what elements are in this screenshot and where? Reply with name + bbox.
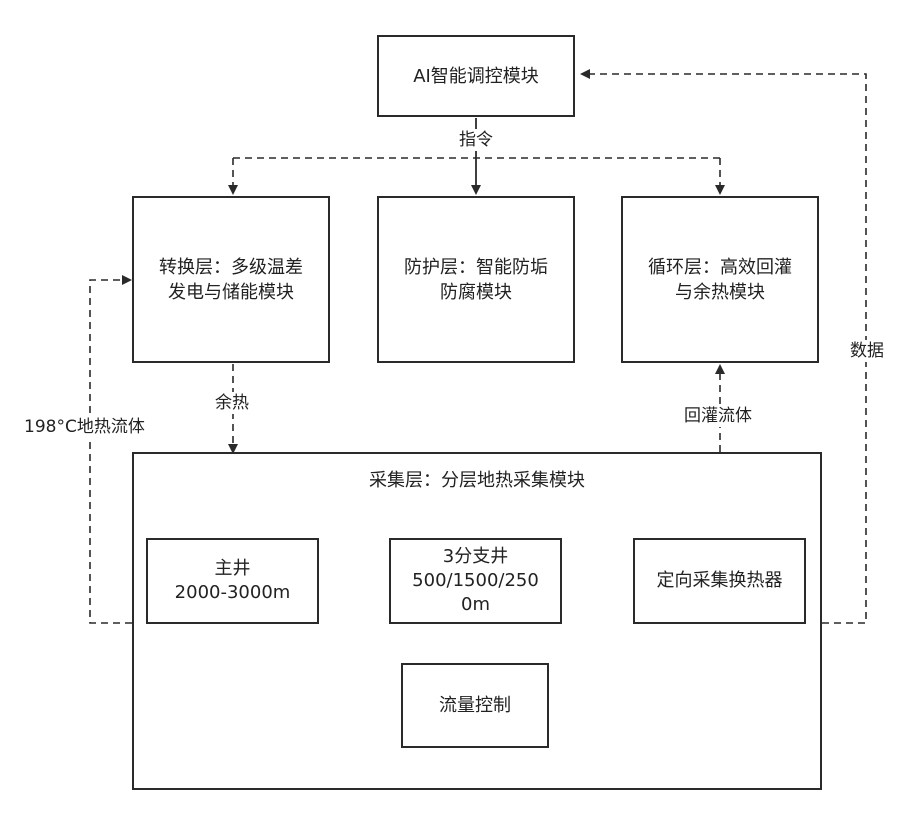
circulation-layer-text: 循环层：高效回灌 与余热模块 [648,255,792,305]
geothermal-fluid-label: 198°C地热流体 [22,416,147,438]
ai-control-module-text: AI智能调控模块 [413,64,539,89]
flow-control-text: 流量控制 [439,694,511,718]
reinjection-fluid-label: 回灌流体 [682,405,754,427]
ai-control-module-box: AI智能调控模块 [377,35,575,117]
branch-wells-text: 3分支井 500/1500/250 0m [412,545,539,617]
branch-wells-box: 3分支井 500/1500/250 0m [389,538,562,624]
main-well-box: 主井 2000-3000m [146,538,319,624]
directional-exchanger-text: 定向采集换热器 [657,569,783,593]
data-label: 数据 [848,340,886,362]
flow-control-box: 流量控制 [401,663,549,748]
command-label: 指令 [457,129,495,151]
geothermal-fluid-arrow [90,280,132,623]
directional-exchanger-box: 定向采集换热器 [633,538,806,624]
conversion-layer-box: 转换层：多级温差 发电与储能模块 [132,196,330,363]
collection-layer-title: 采集层：分层地热采集模块 [369,468,585,493]
waste-heat-label: 余热 [213,392,251,414]
protection-layer-text: 防护层：智能防垢 防腐模块 [404,255,548,305]
conversion-layer-text: 转换层：多级温差 发电与储能模块 [159,255,303,305]
main-well-text: 主井 2000-3000m [175,557,291,605]
protection-layer-box: 防护层：智能防垢 防腐模块 [377,196,575,363]
circulation-layer-box: 循环层：高效回灌 与余热模块 [621,196,819,363]
